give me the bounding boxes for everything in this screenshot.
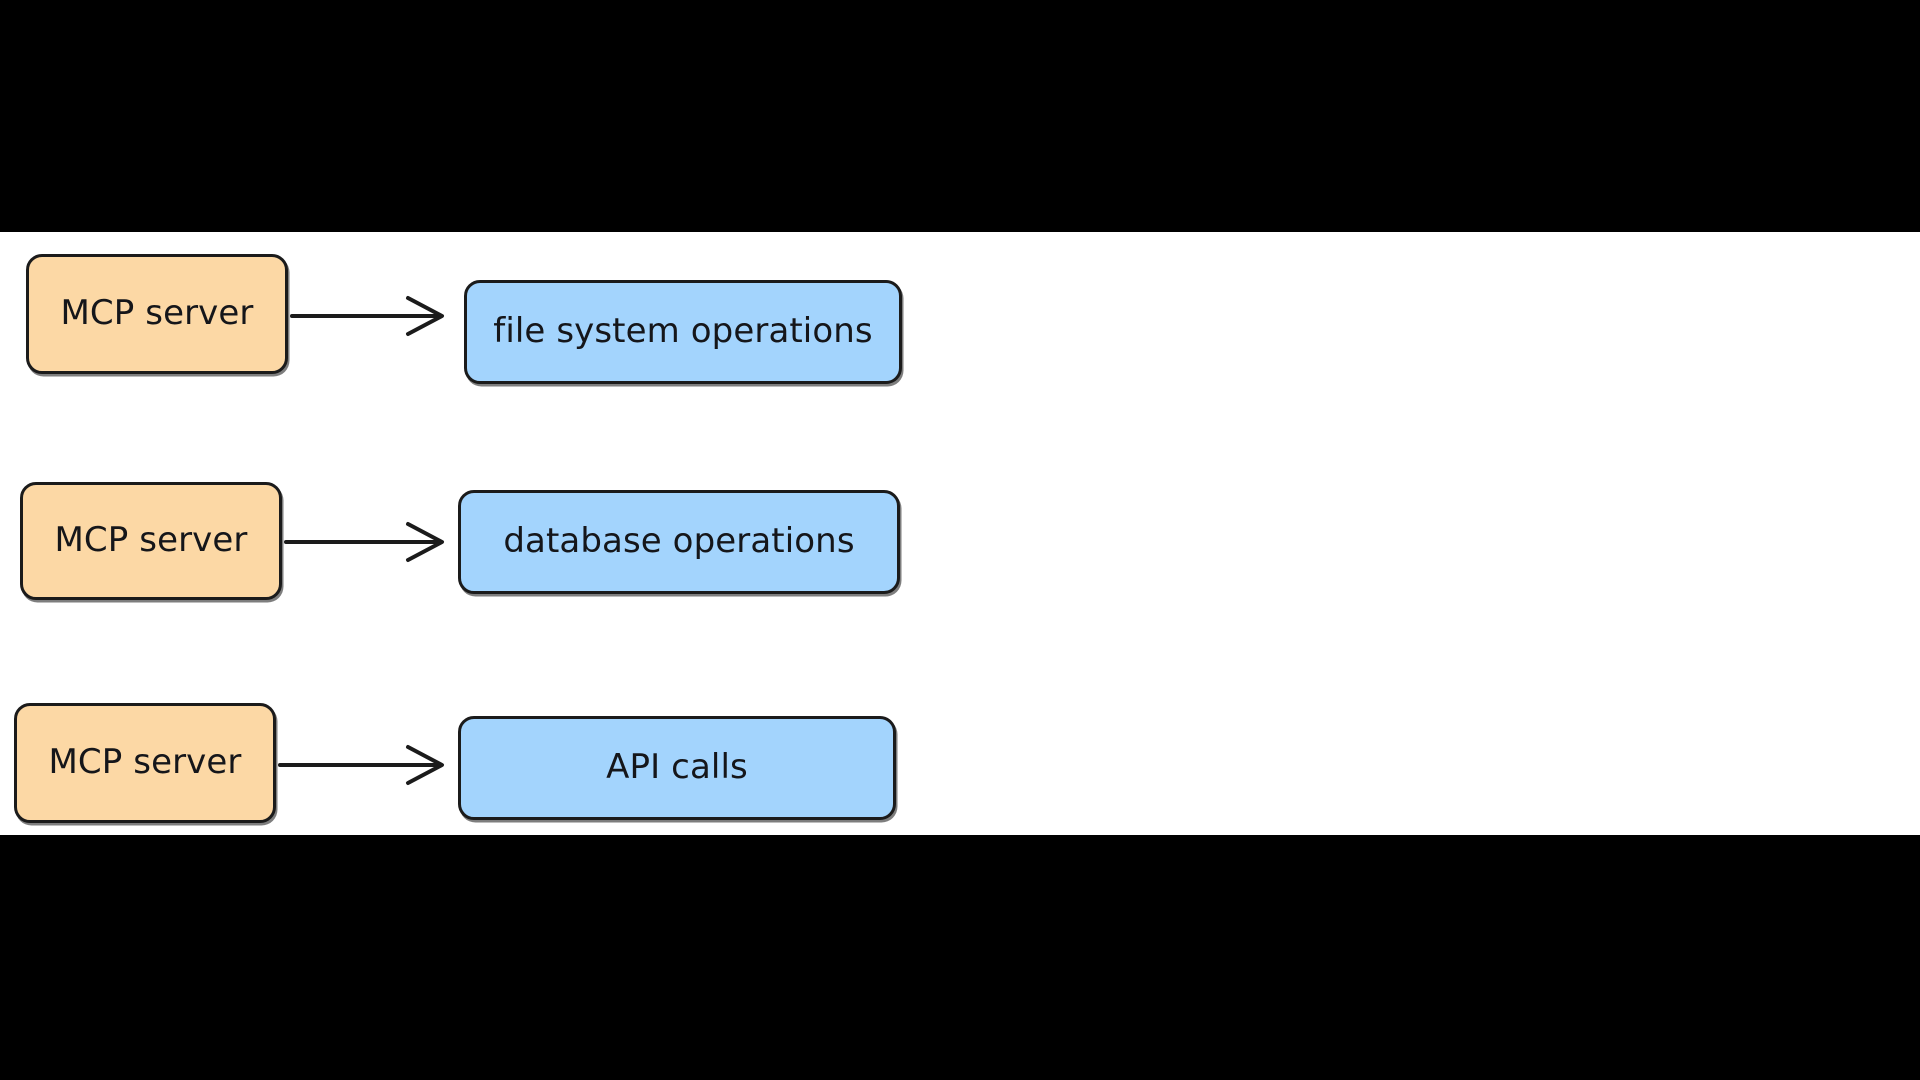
arrow-head-icon — [406, 745, 444, 785]
node-label: database operations — [503, 521, 855, 562]
node-mcp-server-3[interactable]: MCP server — [14, 703, 276, 823]
diagram-canvas: MCP server file system operations MCP se… — [0, 232, 1920, 835]
arrow-head-icon — [406, 522, 444, 562]
node-label: MCP server — [60, 293, 254, 334]
arrow-head-icon — [406, 296, 444, 336]
node-label: MCP server — [54, 520, 248, 561]
edge-arrow-2 — [282, 520, 468, 564]
node-label: API calls — [606, 747, 748, 788]
edge-arrow-1 — [288, 294, 468, 338]
node-api-calls[interactable]: API calls — [458, 716, 896, 820]
node-label: file system operations — [493, 311, 873, 352]
node-file-system-operations[interactable]: file system operations — [464, 280, 902, 384]
node-label: MCP server — [48, 742, 242, 783]
edge-arrow-3 — [276, 743, 468, 787]
node-database-operations[interactable]: database operations — [458, 490, 900, 594]
node-mcp-server-1[interactable]: MCP server — [26, 254, 288, 374]
node-mcp-server-2[interactable]: MCP server — [20, 482, 282, 600]
